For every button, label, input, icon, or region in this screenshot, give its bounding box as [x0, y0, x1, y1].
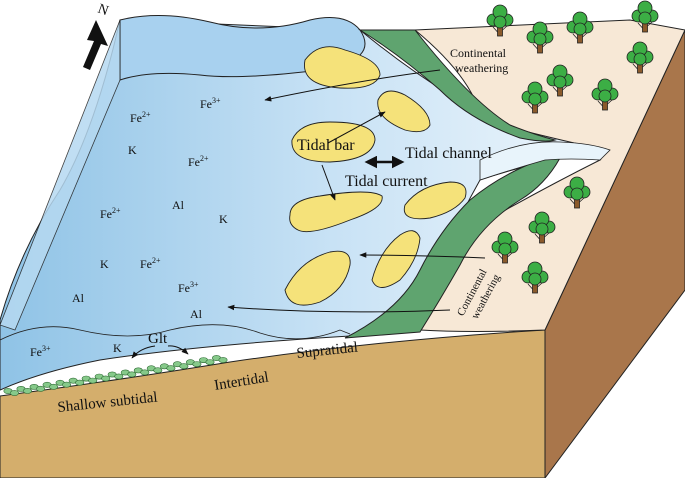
- north-arrow: N: [83, 2, 110, 70]
- glauconite-grain: [166, 365, 176, 372]
- tidal-current-label: Tidal current: [345, 173, 428, 190]
- weathering-arrow-mid: [359, 252, 486, 259]
- north-arrow-icon: [83, 20, 108, 70]
- glauconite-grain: [114, 373, 124, 380]
- glauconite-grain: [36, 385, 46, 392]
- glauconite-grain: [192, 361, 202, 367]
- tidal-bar-shape: [291, 121, 376, 163]
- tidal-bars: [284, 46, 467, 306]
- glauconite-grain: [75, 379, 85, 386]
- supratidal-band-upper: [358, 29, 557, 142]
- glauconite-grain: [49, 383, 59, 390]
- continental-weathering-top-line-2: weathering: [455, 61, 508, 75]
- tidal-bar-shape: [289, 191, 383, 233]
- ion-label: Fe3+: [178, 280, 199, 295]
- glauconite-grain: [205, 359, 215, 365]
- ion-label: K: [113, 341, 122, 355]
- glauconite-grains: [3, 355, 228, 396]
- ion-labels: Fe3+ Fe2+ K Fe2+ Al Fe2+ K K Fe2+ Fe3+ A…: [30, 96, 228, 359]
- glauconite-grain: [179, 363, 189, 370]
- ion-label: Al: [72, 291, 85, 305]
- glt-pointer-left: [131, 345, 156, 359]
- glauconite-grain: [62, 381, 72, 388]
- ion-label: K: [219, 212, 228, 226]
- tidal-bar-shape: [371, 230, 421, 288]
- ion-label: Al: [172, 198, 185, 212]
- glauconite-grain: [22, 387, 32, 394]
- weathering-arrow-top: [264, 69, 441, 102]
- ion-label: Fe3+: [200, 96, 221, 111]
- glauconite-grain: [153, 367, 163, 374]
- sediment-front: [0, 329, 546, 478]
- tidal-channel: [479, 141, 611, 181]
- arrows: [131, 69, 486, 359]
- glauconite-grain: [88, 377, 98, 384]
- tidal-bar-shape: [304, 46, 381, 89]
- glauconite-grain: [101, 375, 111, 382]
- tidal-bar-pointer-down: [321, 164, 336, 201]
- glt-label: Glt: [148, 331, 168, 347]
- tidal-bar-pointer-up: [327, 111, 386, 144]
- glauconite-grain: [10, 390, 19, 396]
- tidal-bar-shape: [284, 250, 351, 306]
- weathering-arrow-low: [227, 304, 451, 313]
- tidal-bar-shape: [403, 181, 467, 220]
- supratidal-band-lower: [344, 157, 561, 339]
- back-water: [119, 15, 366, 81]
- ion-label: Fe2+: [188, 154, 209, 169]
- ion-label: Fe2+: [140, 256, 161, 271]
- ion-label: Fe2+: [130, 110, 151, 125]
- tidal-channel-label: Tidal channel: [405, 145, 493, 162]
- ion-label: Al: [190, 307, 203, 321]
- ion-label: K: [128, 143, 137, 157]
- continental-weathering-top-line-1: Continental: [450, 46, 507, 60]
- water-side-face: [0, 19, 121, 331]
- tidal-bar-shape: [377, 90, 431, 133]
- ion-label: Fe3+: [30, 344, 51, 359]
- glauconite-grain: [218, 357, 228, 363]
- supratidal-label: Supratidal: [296, 340, 359, 362]
- ion-label: K: [100, 257, 109, 271]
- tidal-bar-label: Tidal bar: [297, 137, 355, 154]
- ion-label: Fe2+: [100, 206, 121, 221]
- water-wave-line: [0, 324, 351, 341]
- north-label: N: [96, 2, 111, 20]
- glt-pointer-right: [167, 345, 189, 355]
- glauconite-grain: [127, 371, 137, 378]
- glauconite-grain: [140, 369, 150, 376]
